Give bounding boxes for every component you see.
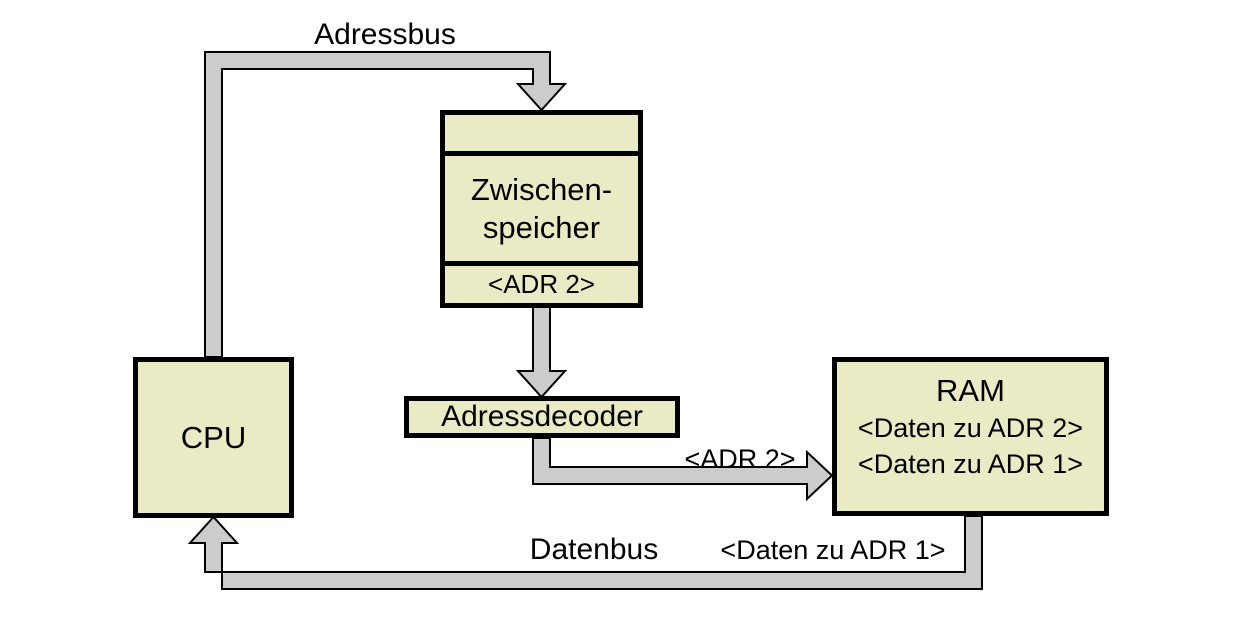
- zwischenspeicher-value-section: <ADR 2>: [445, 266, 638, 303]
- ram-row-adr2: <Daten zu ADR 2>: [857, 412, 1084, 443]
- zwischenspeicher-label-line2: speicher: [482, 209, 601, 245]
- zwischenspeicher-to-decoder-arrow: [515, 306, 568, 399]
- node-cpu[interactable]: CPU: [133, 357, 294, 518]
- address-bus-label: Adressbus: [314, 18, 456, 51]
- data-bus-path: [187, 515, 983, 590]
- zwischenspeicher-empty-section: [445, 115, 638, 151]
- zwischenspeicher-label-line1: Zwischen-: [470, 171, 613, 207]
- address-bus-path: [204, 51, 568, 358]
- adressdecoder-label: Adressdecoder: [441, 400, 643, 433]
- decoder-to-ram-arrow: [532, 437, 834, 502]
- data-bus-payload-label: <Daten zu ADR 1>: [720, 535, 946, 565]
- node-zwischenspeicher[interactable]: Zwischen- speicher <ADR 2>: [440, 110, 643, 308]
- zwischenspeicher-name-section: Zwischen- speicher: [445, 156, 638, 261]
- ram-title: RAM: [936, 373, 1005, 408]
- node-adressdecoder[interactable]: Adressdecoder: [404, 396, 680, 438]
- data-bus-label: Datenbus: [529, 533, 659, 566]
- node-ram[interactable]: RAM <Daten zu ADR 2> <Daten zu ADR 1>: [832, 357, 1109, 516]
- zwischenspeicher-divider-top: [445, 151, 638, 156]
- zwischenspeicher-divider-bottom: [445, 261, 638, 266]
- cpu-label: CPU: [180, 419, 247, 455]
- ram-row-adr1: <Daten zu ADR 1>: [857, 448, 1084, 479]
- decoder-to-ram-label: <ADR 2>: [684, 444, 796, 474]
- zwischenspeicher-value: <ADR 2>: [488, 269, 595, 299]
